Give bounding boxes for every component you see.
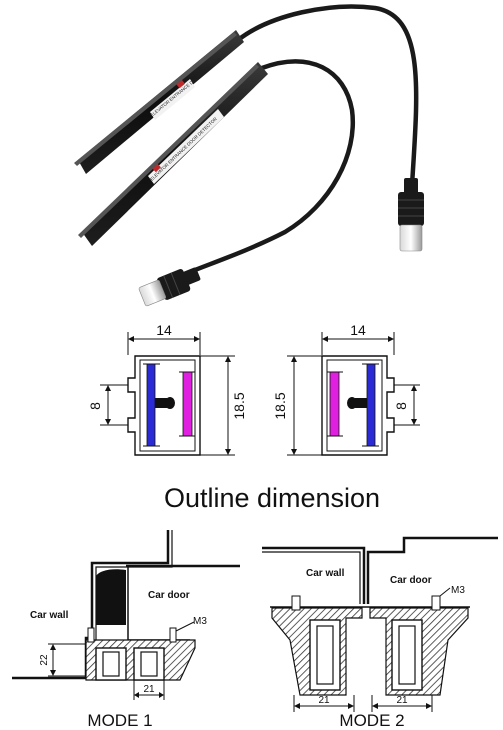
- emitter-strip: [146, 363, 156, 447]
- product-photo: ELEVATOR ENTRANCE DOOR DETECTOR ELEVATOR…: [74, 4, 424, 307]
- outline-right-height-label: 18.5: [272, 392, 288, 419]
- receiver-strip: [182, 371, 193, 437]
- outline-right-width-label: 14: [350, 322, 366, 338]
- mode1-car-wall-label: Car wall: [30, 610, 69, 621]
- mode2-diagram: Car wall Car door M3 21 21 MODE 2: [262, 536, 498, 730]
- connector-left: [138, 267, 201, 307]
- cable-upper: [235, 4, 419, 188]
- cable-lower: [192, 59, 356, 273]
- mode1-height-dim: 22: [39, 654, 50, 666]
- outline-left-height-label: 18.5: [231, 392, 247, 419]
- outline-left-width-label: 14: [156, 322, 172, 338]
- mode2-car-door-label: Car door: [390, 575, 432, 586]
- mode2-screw-label: M3: [451, 585, 465, 596]
- mode2-dim-left: 21: [318, 695, 330, 706]
- mode1-screw-label: M3: [193, 616, 207, 627]
- mode1-width-dim: 21: [143, 684, 155, 695]
- mode2-dim-right: 21: [396, 695, 408, 706]
- mode1-caption: MODE 1: [87, 711, 152, 730]
- mode1-car-door-label: Car door: [148, 590, 190, 601]
- outline-title: Outline dimension: [164, 483, 380, 513]
- mode2-car-wall-label: Car wall: [306, 568, 345, 579]
- sticker-text-lower: ELEVATOR ENTRANCE DOOR DETECTOR: [149, 116, 218, 182]
- connector-right: [398, 178, 424, 252]
- outline-left-slot-label: 8: [87, 402, 103, 410]
- outline-right-slot-label: 8: [393, 402, 409, 410]
- mode2-caption: MODE 2: [339, 711, 404, 730]
- outline-right: 14 18.5 8: [272, 322, 420, 456]
- outline-left: 14 18.5 8: [87, 322, 247, 456]
- mode1-diagram: Car door Car wall M3 22 21 MODE 1: [12, 530, 240, 730]
